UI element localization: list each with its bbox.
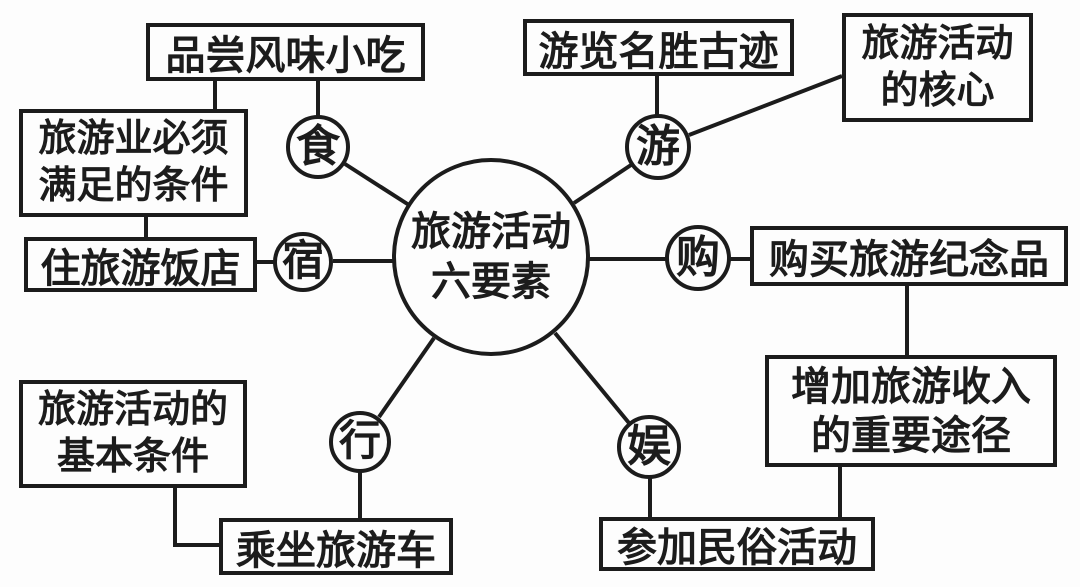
node-shopping: 购 bbox=[665, 225, 731, 291]
box-tourism-core: 旅游活动 的核心 bbox=[842, 13, 1033, 122]
box-taste-snacks-label: 品尝风味小吃 bbox=[165, 33, 406, 78]
box-increase-revenue: 增加旅游收入 的重要途径 bbox=[765, 355, 1057, 467]
center-node-label: 旅游活动 六要素 bbox=[411, 209, 571, 304]
box-basic-conditions: 旅游活动的 基本条件 bbox=[19, 380, 247, 488]
box-tour-bus: 乘坐旅游车 bbox=[219, 518, 453, 575]
node-stay: 宿 bbox=[273, 232, 333, 292]
box-taste-snacks: 品尝风味小吃 bbox=[146, 23, 425, 81]
node-tour-label: 游 bbox=[636, 122, 680, 171]
node-entertainment: 娱 bbox=[617, 415, 681, 479]
connector-line bbox=[553, 331, 631, 425]
box-stay-hotel: 住旅游饭店 bbox=[24, 237, 257, 292]
box-buy-souvenirs-label: 购买旅游纪念品 bbox=[769, 237, 1049, 282]
connector-elbow bbox=[173, 487, 220, 547]
box-tourism-core-label: 旅游活动 的核心 bbox=[861, 22, 1014, 112]
node-stay-label: 宿 bbox=[281, 239, 324, 285]
box-industry-conditions: 旅游业必须 满足的条件 bbox=[19, 109, 248, 217]
connector-line bbox=[688, 74, 843, 137]
connector-line bbox=[377, 336, 436, 419]
box-industry-conditions-label: 旅游业必须 满足的条件 bbox=[38, 118, 229, 207]
box-stay-hotel-label: 住旅游饭店 bbox=[40, 245, 241, 291]
box-visit-sites: 游览名胜古迹 bbox=[523, 19, 794, 76]
node-tour: 游 bbox=[625, 114, 691, 180]
box-folk-activities-label: 参加民俗活动 bbox=[617, 525, 857, 570]
box-buy-souvenirs: 购买旅游纪念品 bbox=[750, 226, 1068, 286]
box-tour-bus-label: 乘坐旅游车 bbox=[236, 527, 436, 573]
node-transport: 行 bbox=[329, 411, 391, 473]
node-food: 食 bbox=[286, 115, 350, 179]
box-visit-sites-label: 游览名胜古迹 bbox=[538, 28, 779, 74]
node-shopping-label: 购 bbox=[676, 233, 720, 282]
node-food-label: 食 bbox=[296, 122, 340, 171]
connector-line bbox=[343, 162, 411, 207]
node-entertainment-label: 娱 bbox=[627, 422, 671, 471]
box-folk-activities: 参加民俗活动 bbox=[599, 517, 875, 571]
node-transport-label: 行 bbox=[338, 419, 381, 465]
box-increase-revenue-label: 增加旅游收入 的重要途径 bbox=[791, 364, 1031, 458]
center-node: 旅游活动 六要素 bbox=[392, 158, 590, 356]
box-basic-conditions-label: 旅游活动的 基本条件 bbox=[37, 389, 228, 478]
connector-line bbox=[572, 163, 633, 205]
